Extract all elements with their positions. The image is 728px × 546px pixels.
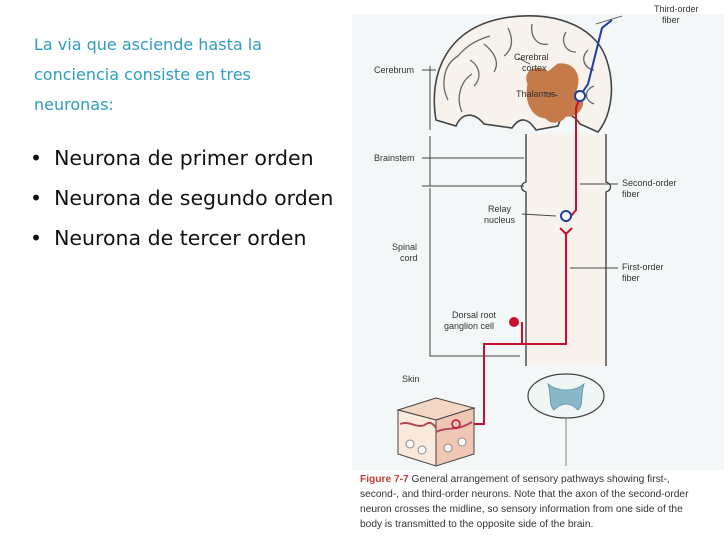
label-relay-nucleus: nucleus [484, 215, 516, 225]
first-order-fiber [464, 232, 567, 425]
caption-line: second-, and third-order neurons. Note t… [360, 489, 689, 500]
neuron-list-item: Neurona de tercer orden [30, 218, 333, 258]
label-spinal-cord: Spinal [392, 242, 417, 252]
caption-line: body is transmitted to the opposite side… [360, 519, 594, 530]
label-brainstem: Brainstem [374, 153, 415, 163]
sensory-pathway-diagram: Third-order fiber Cerebral cortex Cerebr… [352, 4, 724, 470]
cortex-folds [443, 23, 595, 113]
label-first-order-fiber: First-order [622, 262, 664, 272]
label-third-order-fiber: Third-order [654, 4, 699, 14]
label-spinal-cord: cord [400, 253, 418, 263]
leader-lines [517, 15, 623, 269]
neuron-list: Neurona de primer orden Neurona de segun… [30, 138, 333, 258]
label-dorsal-root-ganglion: ganglion cell [444, 321, 494, 331]
label-relay-nucleus: Relay [488, 204, 512, 214]
caption-line: General arrangement of sensory pathways … [411, 474, 670, 485]
caption-line: neuron crosses the midline, so sensory i… [360, 504, 683, 515]
figure-number: Figure 7-7 [360, 474, 409, 485]
dorsal-root-ganglion-cell [509, 317, 519, 327]
region-brackets [422, 66, 524, 357]
relay-nucleus-cell [560, 210, 572, 222]
relay-synapse [559, 227, 573, 236]
label-dorsal-root-ganglion: Dorsal root [452, 310, 497, 320]
label-skin: Skin [402, 374, 420, 384]
label-cerebrum: Cerebrum [374, 65, 414, 75]
third-order-fiber [579, 19, 613, 97]
intro-line: conciencia consiste en tres [34, 65, 251, 84]
spinal-cord-outline [520, 134, 612, 366]
intro-line: neuronas: [34, 95, 114, 114]
thalamic-relay-cell [574, 90, 586, 102]
grey-matter [547, 382, 585, 411]
figure-caption: Figure 7-7 General arrangement of sensor… [360, 472, 716, 532]
label-second-order-fiber: Second-order [622, 178, 677, 188]
skin-block [396, 397, 476, 467]
label-third-order-fiber: fiber [662, 15, 680, 25]
intro-line: La via que asciende hasta la [34, 35, 262, 54]
label-cerebral-cortex: cortex [522, 63, 547, 73]
label-first-order-fiber: fiber [622, 273, 640, 283]
label-second-order-fiber: fiber [622, 189, 640, 199]
neuron-list-item: Neurona de primer orden [30, 138, 333, 178]
thalamus-shape [526, 63, 584, 123]
label-thalamus: Thalamus [516, 89, 556, 99]
label-cerebral-cortex: Cerebral [514, 52, 549, 62]
neuron-list-item: Neurona de segundo orden [30, 178, 333, 218]
intro-text: La via que asciende hasta la conciencia … [34, 30, 334, 120]
